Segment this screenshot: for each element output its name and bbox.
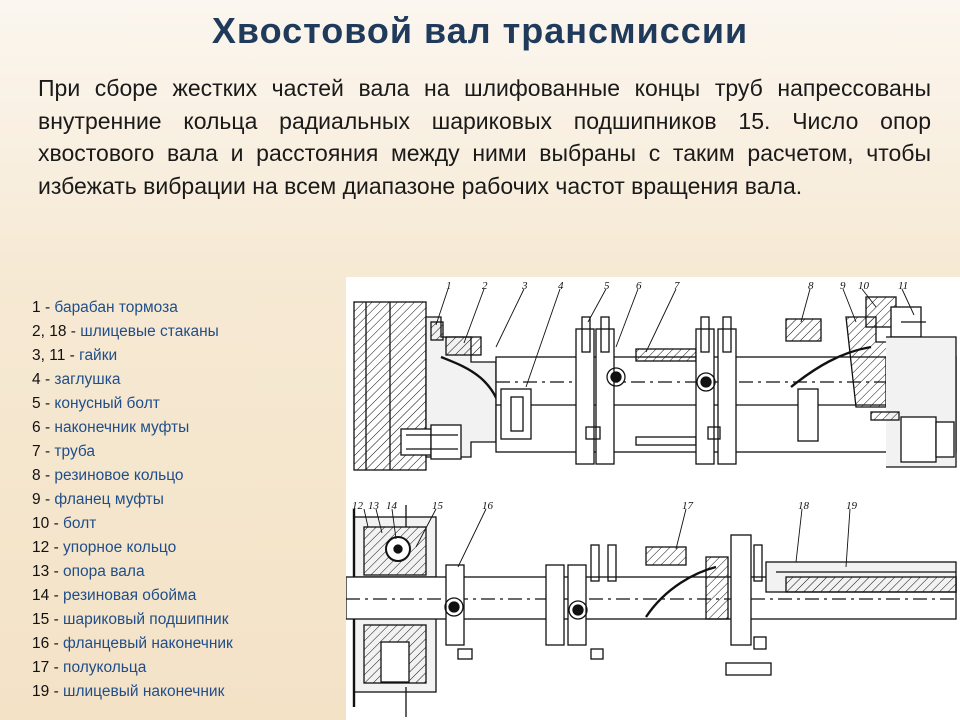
- callout-12: 12: [352, 500, 364, 512]
- callout-13: 13: [368, 500, 380, 512]
- callout-labels: 1 2 3 4 5 6 7 8 9 10 11 12 13 14 15 16 1…: [352, 280, 908, 512]
- parts-legend: 1 - барабан тормоза 2, 18 - шлицевые ста…: [32, 296, 342, 704]
- legend-item: 19 - шлицевый наконечник: [32, 683, 225, 700]
- callout-11: 11: [898, 280, 908, 292]
- callout-18: 18: [798, 500, 810, 512]
- callout-19: 19: [846, 500, 858, 512]
- upper-assembly-view: [353, 296, 957, 471]
- legend-item: 1 - барабан тормоза: [32, 299, 178, 316]
- legend-item: 6 - наконечник муфты: [32, 419, 190, 436]
- lower-assembly-view: [346, 505, 957, 717]
- callout-17: 17: [682, 500, 694, 512]
- callout-1: 1: [446, 280, 452, 292]
- legend-item: 5 - конусный болт: [32, 395, 160, 412]
- legend-item: 3, 11 - гайки: [32, 347, 118, 364]
- slide-title: Хвостовой вал трансмиссии: [211, 10, 749, 51]
- intro-paragraph: При сборе жестких частей вала на шлифова…: [38, 72, 931, 202]
- callout-15: 15: [432, 500, 444, 512]
- intro-text-2: . Число опор хвостового вала и расстояни…: [38, 107, 931, 199]
- intro-text-1: При сборе жестких частей вала на шлифова…: [38, 75, 931, 134]
- legend-item: 17 - полукольца: [32, 659, 147, 676]
- legend-item: 9 - фланец муфты: [32, 491, 164, 508]
- callout-3: 3: [521, 280, 528, 292]
- callout-4: 4: [558, 280, 564, 292]
- callout-6: 6: [636, 280, 642, 292]
- callout-14: 14: [386, 500, 398, 512]
- callout-5: 5: [604, 280, 610, 292]
- legend-item: 8 - резиновое кольцо: [32, 467, 184, 484]
- legend-item: 2, 18 - шлицевые стаканы: [32, 323, 219, 340]
- callout-10: 10: [858, 280, 870, 292]
- legend-item: 15 - шариковый подшипник: [32, 611, 229, 628]
- callout-16: 16: [482, 500, 494, 512]
- legend-item: 16 - фланцевый наконечник: [32, 635, 233, 652]
- callout-2: 2: [482, 280, 488, 292]
- tail-shaft-drawing: 1 2 3 4 5 6 7 8 9 10 11 12 13 14 15 16 1…: [346, 277, 960, 720]
- legend-item: 13 - опора вала: [32, 563, 145, 580]
- callout-8: 8: [808, 280, 814, 292]
- legend-item: 12 - упорное кольцо: [32, 539, 177, 556]
- intro-ref-number: 15: [738, 107, 765, 134]
- legend-item: 14 - резиновая обойма: [32, 587, 197, 604]
- legend-item: 10 - болт: [32, 515, 97, 532]
- legend-item: 7 - труба: [32, 443, 96, 460]
- callout-9: 9: [840, 280, 846, 292]
- technical-drawing-svg: 1 2 3 4 5 6 7 8 9 10 11 12 13 14 15 16 1…: [346, 280, 957, 717]
- legend-item: 4 - заглушка: [32, 371, 121, 388]
- callout-7: 7: [674, 280, 680, 292]
